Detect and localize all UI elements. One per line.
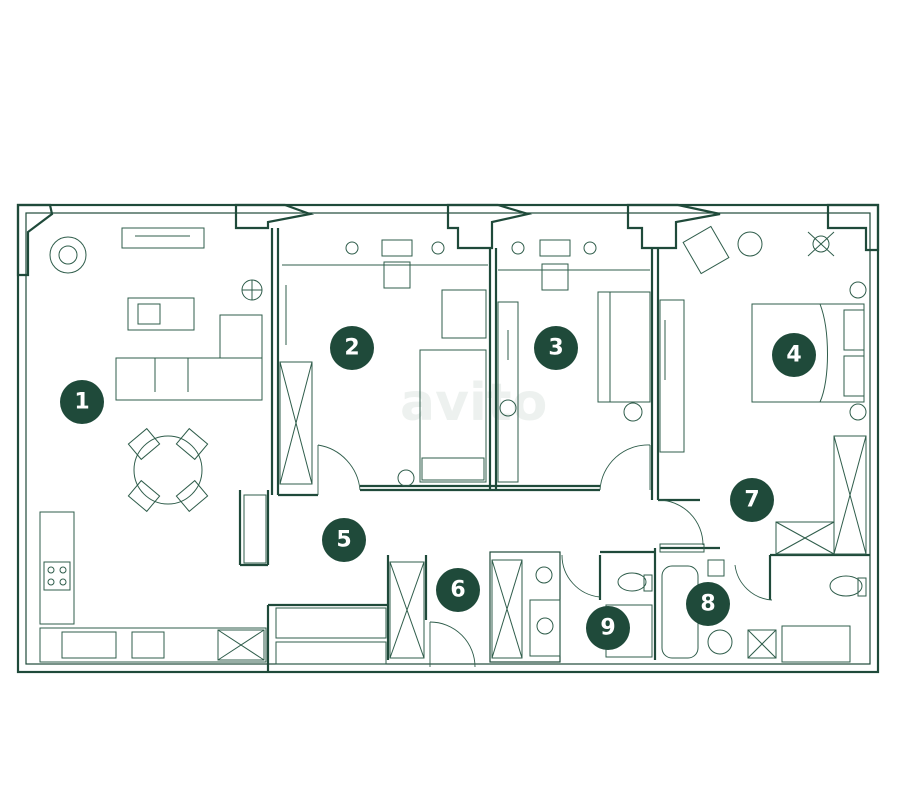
- room-badge-8-circle: [686, 582, 730, 626]
- doors: [317, 444, 773, 668]
- hall-furniture: [275, 559, 523, 665]
- room1-furniture: [39, 227, 267, 663]
- room-number-2: 2: [344, 336, 359, 361]
- room-badge-1: 1: [60, 380, 104, 424]
- room-badge-5: 5: [322, 518, 366, 562]
- room-number-9: 9: [600, 616, 615, 641]
- watermark-text: avito: [400, 373, 547, 433]
- room-badge-3: 3: [534, 326, 578, 370]
- outer-walls: [16, 203, 880, 674]
- room-badge-6: 6: [436, 568, 480, 612]
- room-number-6: 6: [450, 578, 465, 603]
- bathroom-fixtures: [529, 559, 867, 663]
- room2-furniture: [279, 239, 488, 487]
- room-badge-1-circle: [60, 380, 104, 424]
- room-badge-7-circle: [730, 478, 774, 522]
- room-badge-5-circle: [322, 518, 366, 562]
- room-number-1: 1: [74, 390, 89, 415]
- room-badge-3-circle: [534, 326, 578, 370]
- room7-furniture: [659, 435, 867, 555]
- room-badge-9: 9: [586, 606, 630, 650]
- room-number-7: 7: [744, 488, 759, 513]
- room-number-8: 8: [700, 592, 715, 617]
- room-number-4: 4: [786, 343, 801, 368]
- interior-walls: [238, 228, 870, 672]
- room-badge-4: 4: [772, 333, 816, 377]
- room-badge-4-circle: [772, 333, 816, 377]
- room-badge-6-circle: [436, 568, 480, 612]
- room-badge-8: 8: [686, 582, 730, 626]
- room4-furniture: [659, 225, 867, 453]
- room-number-3: 3: [548, 336, 563, 361]
- room-badge-2: 2: [330, 326, 374, 370]
- room-number-5: 5: [336, 528, 351, 553]
- room-badge-9-circle: [586, 606, 630, 650]
- room-badge-2-circle: [330, 326, 374, 370]
- room-badge-7: 7: [730, 478, 774, 522]
- room3-furniture: [497, 239, 651, 483]
